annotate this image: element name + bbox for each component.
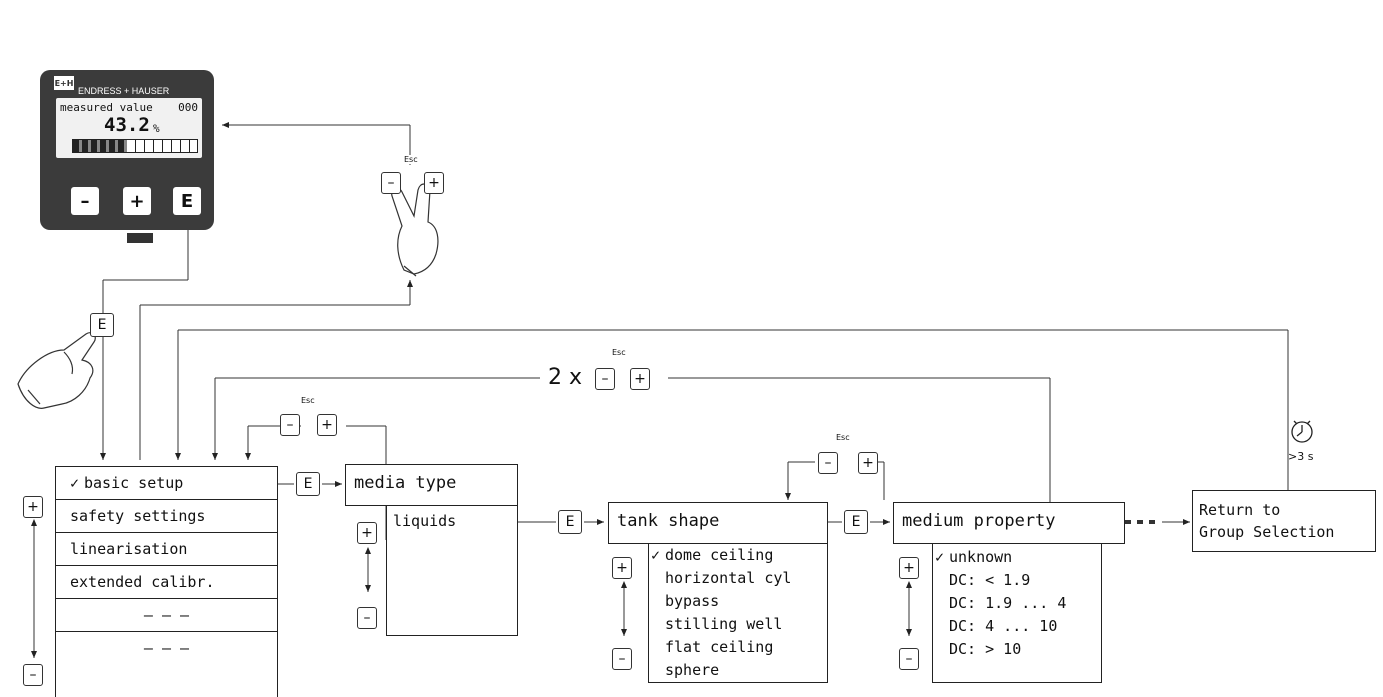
media-type-box: media type — [345, 464, 518, 506]
option-dc-lt-1-9[interactable]: DC: < 1.9 — [935, 569, 1066, 592]
timeout-label: >3 s — [1288, 450, 1313, 463]
menu-item-placeholder: – – – — [56, 632, 277, 664]
esc-label-menu: Esc — [300, 396, 316, 405]
option-dome-ceiling[interactable]: ✓dome ceiling — [651, 544, 791, 567]
tank-shape-box: tank shape — [608, 502, 828, 544]
tank-shape-title: tank shape — [617, 511, 719, 531]
twice-label: 2 x — [548, 365, 582, 390]
esc-2x-plus-button[interactable]: + — [630, 368, 650, 390]
esc-label-2x: Esc — [611, 348, 627, 357]
option-stilling-well[interactable]: stilling well — [651, 613, 791, 636]
lcd-progress-fill — [73, 140, 127, 152]
return-line-1: Return to — [1199, 499, 1375, 521]
esc-label: Esc — [403, 155, 419, 164]
menu-item-label: extended calibr. — [56, 573, 215, 591]
menu-item-linearisation[interactable]: linearisation — [56, 533, 277, 566]
tank-shape-options: ✓dome ceiling horizontal cyl bypass stil… — [648, 543, 828, 683]
enter-button[interactable]: E — [296, 472, 320, 496]
esc-menu-plus-button[interactable]: + — [317, 414, 337, 436]
tank-shape-list: ✓dome ceiling horizontal cyl bypass stil… — [651, 544, 791, 682]
tank-plus-button[interactable]: + — [612, 557, 632, 579]
esc-medium-plus-button[interactable]: + — [858, 452, 878, 474]
menu-minus-button[interactable]: – — [23, 664, 43, 686]
option-dc-1-9-4[interactable]: DC: 1.9 ... 4 — [935, 592, 1066, 615]
return-line-2: Group Selection — [1199, 521, 1375, 543]
esc-plus-button[interactable]: + — [424, 172, 444, 194]
option-dc-gt-10[interactable]: DC: > 10 — [935, 638, 1066, 661]
enter-button[interactable]: E — [844, 510, 868, 534]
lcd-progress-bar — [72, 139, 198, 153]
esc-medium-minus-button[interactable]: – — [818, 452, 838, 474]
menu-item-basic-setup[interactable]: ✓basic setup — [56, 467, 277, 500]
option-dc-4-10[interactable]: DC: 4 ... 10 — [935, 615, 1066, 638]
lcd-unit: % — [153, 122, 160, 135]
device-minus-button[interactable]: – — [71, 187, 99, 215]
menu-item-extended-calibr[interactable]: extended calibr. — [56, 566, 277, 599]
menu-plus-button[interactable]: + — [23, 496, 43, 518]
tank-minus-button[interactable]: – — [612, 648, 632, 670]
esc-2x-minus-button[interactable]: – — [595, 368, 615, 390]
brand-logo: E+H — [54, 76, 74, 90]
menu-item-label: safety settings — [56, 507, 205, 525]
brand-name: ENDRESS + HAUSER — [78, 86, 169, 96]
medium-property-options: ✓unknown DC: < 1.9 DC: 1.9 ... 4 DC: 4 .… — [932, 543, 1102, 683]
menu-item-label: – – – — [144, 639, 189, 657]
menu-item-placeholder: – – – — [56, 599, 277, 632]
lcd-value: 43.2 — [104, 114, 150, 136]
esc-minus-button[interactable]: – — [381, 172, 401, 194]
enter-button[interactable]: E — [90, 313, 114, 337]
menu-item-label: basic setup — [84, 474, 183, 492]
medium-property-list: ✓unknown DC: < 1.9 DC: 1.9 ... 4 DC: 4 .… — [935, 546, 1066, 661]
medium-plus-button[interactable]: + — [899, 557, 919, 579]
option-unknown[interactable]: ✓unknown — [935, 546, 1066, 569]
option-flat-ceiling[interactable]: flat ceiling — [651, 636, 791, 659]
lcd-code: 000 — [178, 101, 198, 114]
device-connector — [127, 233, 153, 243]
media-type-title: media type — [354, 473, 456, 493]
device-enter-button[interactable]: E — [173, 187, 201, 215]
return-to-group-selection[interactable]: Return to Group Selection — [1192, 490, 1376, 552]
menu-item-label: – – – — [144, 606, 189, 624]
group-selection-menu: ✓basic setup safety settings linearisati… — [55, 466, 278, 697]
esc-menu-minus-button[interactable]: – — [280, 414, 300, 436]
selected-check-icon: ✓ — [70, 474, 84, 492]
clock-icon — [1292, 421, 1312, 442]
hand-press-esc-icon — [392, 184, 438, 276]
lcd-screen: measured value 000 43.2 % — [56, 98, 202, 158]
device-display-unit: E+H ENDRESS + HAUSER measured value 000 … — [40, 70, 214, 230]
media-minus-button[interactable]: – — [357, 607, 377, 629]
media-type-options: liquids — [386, 505, 518, 636]
option-sphere[interactable]: sphere — [651, 659, 791, 682]
option-horizontal-cyl[interactable]: horizontal cyl — [651, 567, 791, 590]
option-liquids[interactable]: liquids — [393, 510, 456, 533]
selected-check-icon: ✓ — [651, 544, 665, 567]
medium-minus-button[interactable]: – — [899, 648, 919, 670]
device-plus-button[interactable]: + — [123, 187, 151, 215]
option-bypass[interactable]: bypass — [651, 590, 791, 613]
esc-label-medium: Esc — [835, 433, 851, 442]
lcd-label: measured value — [60, 101, 153, 114]
hand-press-e-icon — [18, 333, 95, 409]
medium-property-box: medium property — [893, 502, 1125, 544]
menu-item-label: linearisation — [56, 540, 187, 558]
menu-item-safety-settings[interactable]: safety settings — [56, 500, 277, 533]
media-plus-button[interactable]: + — [357, 522, 377, 544]
selected-check-icon: ✓ — [935, 546, 949, 569]
medium-property-title: medium property — [902, 511, 1056, 531]
enter-button[interactable]: E — [558, 510, 582, 534]
